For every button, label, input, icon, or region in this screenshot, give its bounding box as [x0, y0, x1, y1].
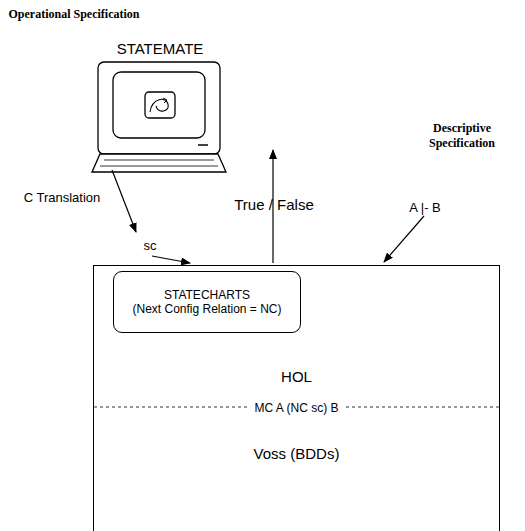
- result-label: True / False: [234, 196, 313, 213]
- goal-label: A |- B: [409, 200, 441, 215]
- arrow-label: C Translation: [24, 190, 101, 205]
- layer-label: HOL: [281, 368, 312, 385]
- divider-label: MC A (NC sc) B: [249, 401, 343, 415]
- system-box: HOL MC A (NC sc) B Voss (BDDs) STATECHARTS(…: [93, 265, 500, 531]
- input-arrow: [152, 256, 190, 263]
- tool-name: STATEMATE: [117, 40, 204, 57]
- component-box: STATECHARTS(Next Config Relation = NC): [113, 271, 301, 333]
- goal-arrow: [384, 216, 424, 262]
- computer-icon: [92, 62, 226, 172]
- layer-label: Voss (BDDs): [254, 445, 340, 462]
- component-title: STATECHARTS: [164, 288, 250, 302]
- section-heading: Operational Specification: [9, 7, 140, 22]
- section-heading: Descriptive Specification: [419, 121, 505, 151]
- input-label: sc: [144, 238, 157, 253]
- component-subtitle: (Next Config Relation = NC): [132, 302, 281, 316]
- translation-arrow: [112, 170, 136, 232]
